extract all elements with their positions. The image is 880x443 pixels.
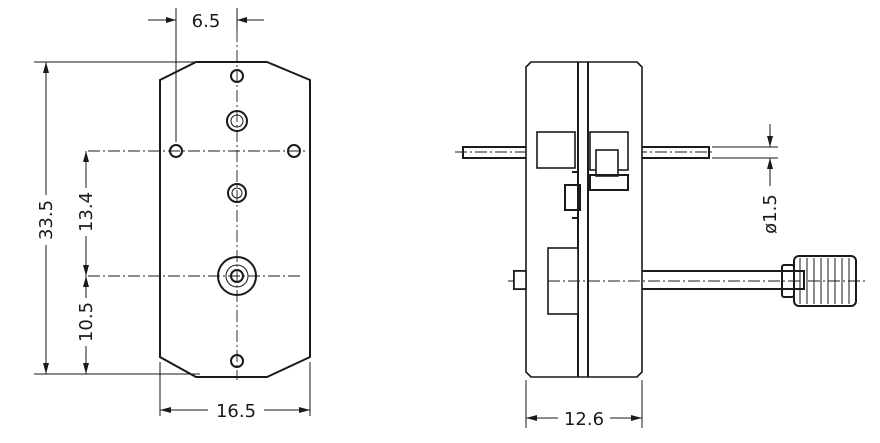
front-view: 6.5 33.5 13.4 10.5 [34,8,311,422]
upper-bearing-hole-outer [226,110,248,132]
top-mounting-hole [230,69,244,83]
middle-bearing-hole-outer [227,183,247,203]
gear-hub [595,149,619,177]
dimension-shaft-diameter: ø1.5 [760,124,781,234]
dimension-label-overall-width: 16.5 [216,401,256,422]
left-gear-block [536,131,576,169]
dimension-overall-width: 16.5 [160,401,310,422]
dimension-label-overall-height: 33.5 [36,200,57,240]
middle-bearing-hole-inner [231,187,243,199]
idler-gear-profile [564,171,581,219]
dimension-hole-spacing: 13.4 [76,151,97,276]
side-view-housing-outline [525,61,643,378]
output-shaft-boss-outer [217,256,257,296]
bottom-mounting-hole [230,354,244,368]
output-shaft-collar [513,270,527,290]
dimension-label-hole-offset: 6.5 [192,11,221,32]
output-shaft-hole [230,269,244,283]
front-view-housing-outline [159,61,311,378]
right-mounting-hole [287,144,301,158]
dimension-hole-offset: 6.5 [148,11,264,32]
dimension-label-hole-spacing: 13.4 [76,192,97,232]
stepped-gear-profile [589,174,629,191]
knurled-knob [781,255,857,307]
dimension-label-shaft-diameter: ø1.5 [760,194,781,234]
left-mounting-hole [169,144,183,158]
dimension-lower-offset: 10.5 [76,276,97,374]
upper-bearing-hole-inner [230,114,244,128]
output-shaft-boss-middle [225,264,249,288]
side-view: ø1.5 12.6 [455,61,868,430]
dimension-label-body-thickness: 12.6 [564,409,604,430]
dimension-label-lower-offset: 10.5 [76,302,97,342]
dimension-body-thickness: 12.6 [526,409,642,430]
dimension-overall-height: 33.5 [36,62,57,374]
